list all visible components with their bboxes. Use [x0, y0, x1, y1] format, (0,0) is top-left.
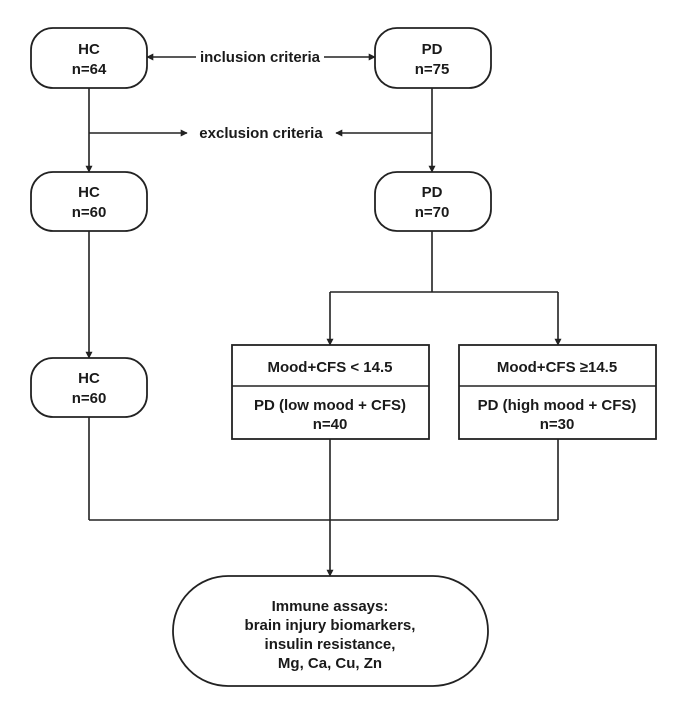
pd-initial-count: n=75 [415, 61, 450, 78]
hc-final-node: HC n=60 [30, 357, 148, 418]
hc-final-label: HC [78, 370, 100, 387]
assays-line-1: Immune assays: [272, 598, 389, 615]
hc-after-count: n=60 [72, 204, 107, 221]
hc-final-count: n=60 [72, 390, 107, 407]
hc-after-label: HC [78, 184, 100, 201]
hc-initial-count: n=64 [72, 61, 107, 78]
assays-line-4: Mg, Ca, Cu, Zn [278, 655, 382, 672]
high-group-label: PD (high mood + CFS) [478, 397, 637, 414]
pd-initial-node: PD n=75 [374, 27, 492, 89]
pd-after-label: PD [422, 184, 443, 201]
pd-initial-label: PD [422, 41, 443, 58]
assays-node: Immune assays: brain injury biomarkers, … [172, 575, 489, 687]
high-group-header: Mood+CFS ≥14.5 [497, 359, 617, 376]
hc-after-node: HC n=60 [30, 171, 148, 232]
pd-after-node: PD n=70 [374, 171, 492, 232]
assays-line-2: brain injury biomarkers, [245, 617, 416, 634]
hc-initial-node: HC n=64 [30, 27, 148, 89]
pd-after-count: n=70 [415, 204, 450, 221]
low-group-header: Mood+CFS < 14.5 [267, 359, 392, 376]
assays-line-3: insulin resistance, [265, 636, 396, 653]
low-group-node: Mood+CFS < 14.5 PD (low mood + CFS) n=40 [231, 344, 430, 440]
exclusion-criteria-label: exclusion criteria [199, 125, 323, 142]
inclusion-criteria-label: inclusion criteria [200, 49, 321, 66]
low-group-count: n=40 [313, 416, 348, 433]
high-group-node: Mood+CFS ≥14.5 PD (high mood + CFS) n=30 [458, 344, 657, 440]
hc-initial-label: HC [78, 41, 100, 58]
connectors [85, 53, 562, 577]
low-group-label: PD (low mood + CFS) [254, 397, 406, 414]
high-group-count: n=30 [540, 416, 575, 433]
